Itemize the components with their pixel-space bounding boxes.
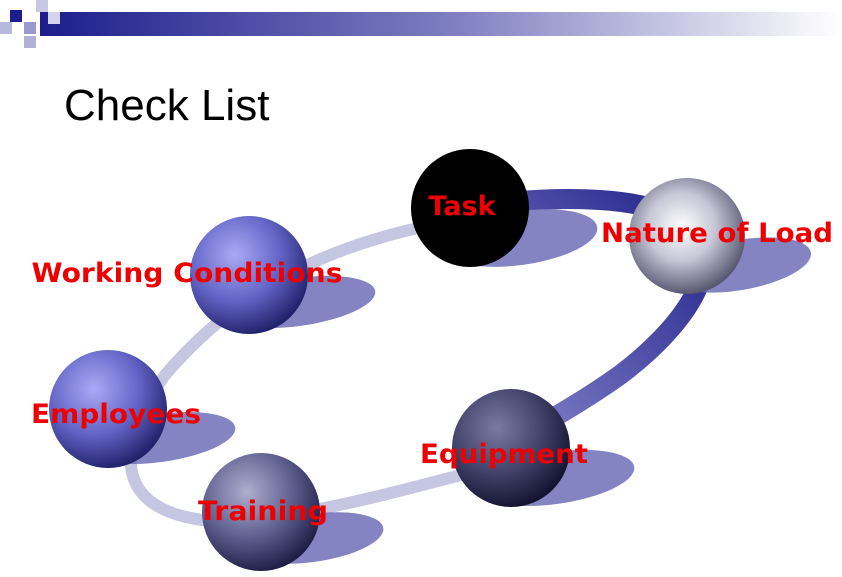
node-label-training: Training: [198, 496, 328, 527]
node-label-nature-of-load: Nature of Load: [601, 218, 833, 249]
node-equipment-sphere: [452, 389, 570, 507]
page-title: Check List: [64, 81, 270, 130]
header-square-light-3: [36, 0, 48, 12]
node-label-employees: Employees: [31, 399, 201, 430]
header-decoration: [0, 0, 842, 48]
node-training-sphere: [202, 453, 320, 571]
header-gradient-bar: [40, 12, 842, 36]
node-task-sphere: [411, 149, 529, 267]
node-employees-sphere: [49, 350, 167, 468]
node-nature-of-load-sphere: [629, 178, 745, 294]
node-label-equipment: Equipment: [420, 439, 588, 470]
node-working-conditions-sphere: [190, 216, 308, 334]
header-square-light-4: [24, 36, 36, 48]
header-square-light-5: [48, 12, 60, 24]
node-label-task: Task: [428, 191, 496, 222]
node-label-working-conditions: Working Conditions: [32, 258, 343, 289]
header-square-light-2: [24, 22, 36, 34]
header-square-light-1: [0, 22, 12, 34]
header-square-dark: [10, 10, 22, 22]
